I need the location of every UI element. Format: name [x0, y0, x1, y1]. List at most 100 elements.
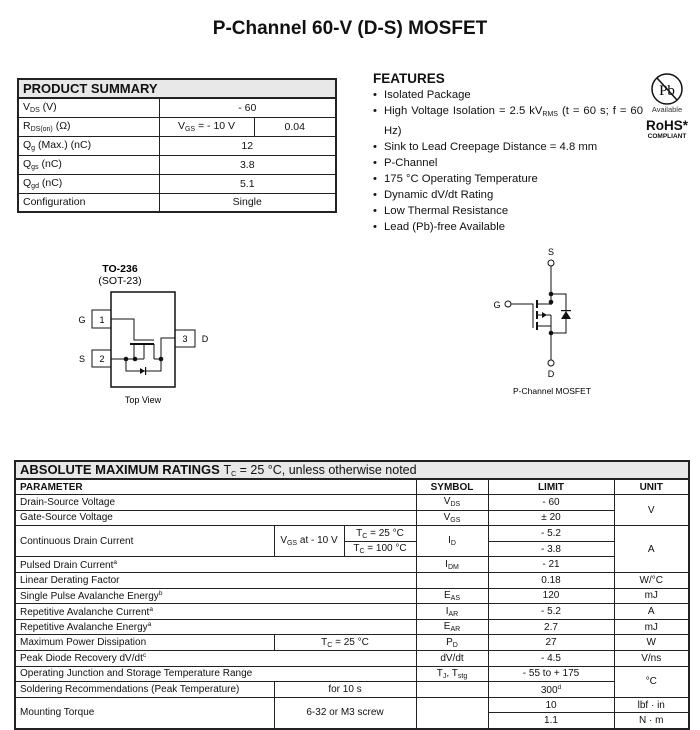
cond: V	[280, 535, 287, 547]
limit: 1.1	[487, 712, 615, 729]
value: 0.04	[253, 116, 337, 137]
cond-rest: = - 10 V	[195, 120, 236, 132]
symbol	[415, 681, 489, 698]
symbol: EAR	[415, 618, 489, 636]
package-diagram: TO-236 (SOT-23) 1 2 3 G S D Top View	[78, 263, 208, 405]
label-sub: DS	[30, 107, 40, 115]
limit: - 55 to + 175	[487, 665, 615, 683]
param-text: Repetitive Avalanche Energy	[20, 622, 148, 634]
symbol: VDS	[415, 494, 489, 511]
package-name: TO-236	[102, 263, 138, 275]
label: Q	[23, 139, 32, 151]
cond-rest: = 100 °C	[364, 543, 407, 555]
symbol: dV/dt	[415, 650, 489, 667]
limit: 120	[487, 587, 615, 605]
param-text: Peak Diode Recovery dV/dt	[20, 653, 143, 665]
table-row: Qgd (nC)5.1	[17, 173, 337, 194]
product-summary-heading: PRODUCT SUMMARY	[16, 78, 338, 99]
label: Q	[23, 158, 32, 170]
limit: 300d	[487, 681, 615, 698]
source-label: S	[548, 247, 554, 257]
pin-2-number: 2	[99, 354, 104, 364]
unit: mJ	[613, 587, 690, 605]
param: Single Pulse Avalanche Energyb	[14, 587, 417, 605]
table-row: Soldering Recommendations (Peak Temperat…	[14, 681, 689, 698]
feature-text: Low Thermal Resistance	[384, 205, 509, 217]
footnote: c	[142, 652, 147, 660]
pin-3-number: 3	[182, 334, 187, 344]
cond-sub: C	[231, 471, 237, 478]
sym-sub: AS	[450, 594, 460, 602]
cond-sub: GS	[184, 126, 196, 133]
unit: mJ	[613, 618, 690, 636]
header-limit: LIMIT	[487, 478, 615, 496]
label-unit: (Max.) (nC)	[35, 139, 92, 151]
label-unit: (Ω)	[52, 120, 71, 132]
condition: for 10 s	[273, 681, 417, 698]
sym: V	[443, 496, 451, 508]
feature-item: Lead (Pb)-free Available	[373, 219, 643, 235]
drain-label: D	[548, 369, 555, 379]
condition: TC = 25 °C	[273, 634, 417, 652]
feature-item: Dynamic dV/dt Rating	[373, 187, 643, 203]
symbol: ID	[415, 525, 489, 558]
label-sub: gd	[31, 183, 39, 190]
sym-sub: DS	[450, 501, 461, 509]
gate-label: G	[493, 300, 500, 310]
limit: - 21	[487, 556, 615, 574]
feature-item: High Voltage Isolation = 2.5 kVRMS (t = …	[373, 103, 643, 139]
feature-text: P-Channel	[384, 157, 438, 169]
table-row: Operating Junction and Storage Temperatu…	[14, 665, 690, 698]
sub-condition: TC = 25 °C	[343, 525, 417, 542]
unit: V/ns	[613, 650, 690, 667]
limit: - 5.2	[487, 525, 615, 542]
cond-sub: GS	[286, 540, 298, 548]
feature-item: Low Thermal Resistance	[373, 203, 643, 219]
package-alt-name: (SOT-23)	[98, 275, 141, 287]
cond-rest: = 25 °C	[332, 636, 369, 648]
condition: VGS at - 10 V	[273, 525, 345, 558]
header-unit: UNIT	[613, 478, 690, 496]
sym: P	[446, 636, 453, 648]
feature-text: High Voltage Isolation = 2.5 kV	[384, 105, 543, 117]
cond-rest: = 25 °C	[367, 527, 404, 539]
sym: I	[445, 605, 449, 617]
sym: E	[443, 589, 451, 601]
footnote: a	[149, 605, 153, 613]
feature-item: Isolated Package	[373, 87, 643, 103]
source-label: S	[79, 354, 85, 364]
schematic-caption: P-Channel MOSFET	[513, 386, 591, 396]
param: Pulsed Drain Currenta	[14, 556, 417, 574]
sym-sub: AR	[450, 626, 461, 634]
header-symbol: SYMBOL	[415, 478, 489, 496]
header-parameter: PARAMETER	[14, 478, 417, 496]
footnote: a	[147, 621, 152, 629]
footnote: a	[113, 558, 117, 566]
cond: T	[321, 636, 328, 648]
sym-sub: D	[450, 540, 456, 548]
label: Configuration	[17, 192, 160, 213]
sym-sub: D	[452, 641, 458, 649]
value: 12	[158, 135, 337, 156]
feature-text: Lead (Pb)-free Available	[384, 221, 505, 233]
sym: I	[448, 535, 451, 547]
pb-free-icon: Pb Available	[651, 73, 683, 114]
label: R	[23, 120, 31, 132]
feature-sub: RMS	[542, 111, 558, 118]
gate-label: G	[78, 315, 85, 325]
limit: 10	[487, 696, 615, 714]
feature-item: Sink to Lead Creepage Distance = 4.8 mm	[373, 139, 643, 155]
feature-item: P-Channel	[373, 155, 643, 171]
unit: V	[613, 494, 690, 527]
unit: A	[613, 525, 690, 574]
ratings-title: ABSOLUTE MAXIMUM RATINGS	[20, 462, 220, 477]
sub-condition: TC = 100 °C	[343, 540, 417, 558]
param-text: Repetitive Avalanche Current	[20, 606, 150, 618]
unit: °C	[613, 665, 690, 698]
